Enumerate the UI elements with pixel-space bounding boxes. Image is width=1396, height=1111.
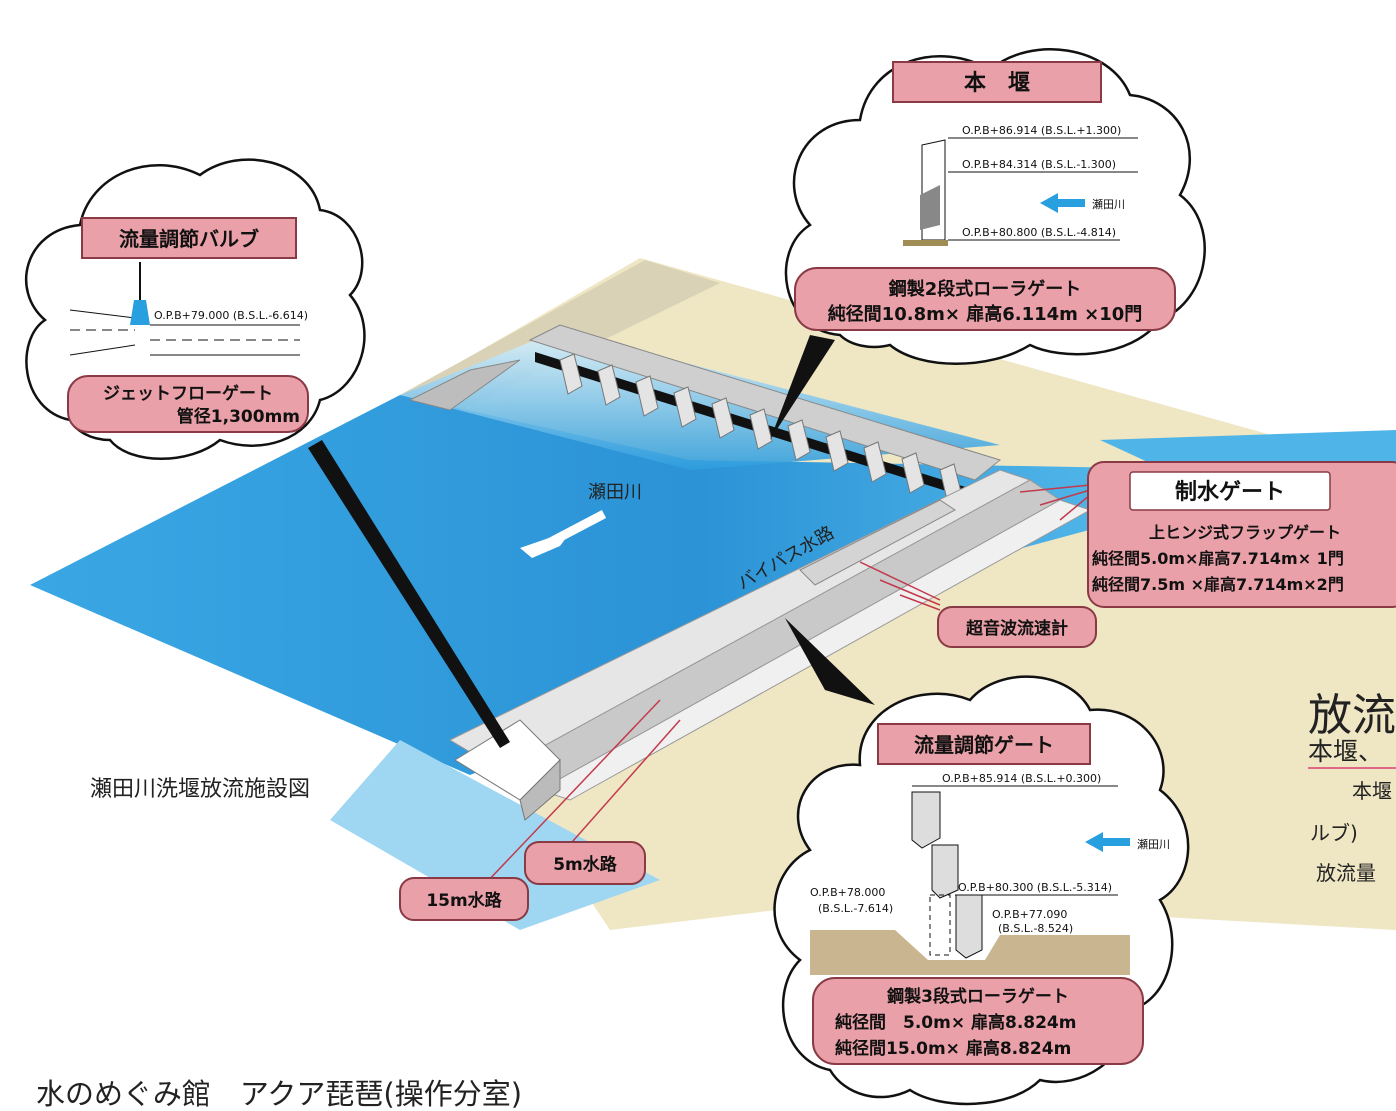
main-weir-structure xyxy=(408,324,1002,505)
control-gate-spec-1: 上ヒンジ式フラップゲート xyxy=(1149,523,1341,542)
flow-gate-title-box xyxy=(877,723,1091,765)
flow-gate-level-3: O.P.B+77.090 xyxy=(992,908,1067,921)
control-gate-spec-2: 純径間5.0m×扉高7.714m× 1門 xyxy=(1092,549,1344,568)
main-weir-spec-1: 鋼製2段式ローラゲート xyxy=(888,278,1082,300)
side-line-1: 本堰 xyxy=(1352,779,1392,803)
weir-pier xyxy=(711,397,735,439)
side-line-2: ルブ) xyxy=(1310,821,1358,845)
callout-pointers xyxy=(308,335,1091,906)
figure-caption: 瀬田川洗堰放流施設図 xyxy=(90,777,310,802)
main-weir-spec-2: 純径間10.8m× 扉高6.114m ×10門 xyxy=(828,303,1143,325)
valve-title-box xyxy=(81,217,297,259)
flow-gate-flow-label: 瀬田川 xyxy=(1137,837,1170,851)
weir-pier xyxy=(597,364,621,406)
side-subheading: 本堰、 xyxy=(1308,737,1383,766)
bottom-caption: 水のめぐみ館 アクア琵琶(操作分室) xyxy=(36,1077,522,1111)
flow-gate-spec-3: 純径間15.0m× 扉高8.824m xyxy=(835,1038,1071,1059)
ultrasonic-callout: 超音波流速計 xyxy=(937,606,1097,648)
main-weir-level-3: O.P.B+80.800 (B.S.L.-4.814) xyxy=(962,226,1116,239)
control-gate-title: 制水ゲート xyxy=(1175,480,1285,505)
flow-gate-callout: 流量調節ゲート O.P.B+85.914 (B.S.L.+0.300) O.P.… xyxy=(773,675,1190,1106)
weir-pier xyxy=(787,419,811,461)
control-gate-spec-3: 純径間7.5m ×扉高7.714m×2門 xyxy=(1092,575,1344,594)
main-weir-callout: 本 堰 O.P.B+86.914 (B.S.L.+1.300) O.P.B+84… xyxy=(784,48,1206,365)
side-line-3: 放流量 xyxy=(1316,861,1376,885)
valve-callout: 流量調節バルブ O.P.B+79.000 (B.S.L.-6.614) ジェット… xyxy=(24,158,366,460)
weir-pier xyxy=(559,353,583,395)
valve-spec-box xyxy=(67,375,309,433)
channel-5m-label: 5m水路 xyxy=(553,854,618,875)
main-weir-flow-arrow xyxy=(1040,193,1085,213)
valve-level: O.P.B+79.000 (B.S.L.-6.614) xyxy=(154,309,308,322)
main-weir-level-1: O.P.B+86.914 (B.S.L.+1.300) xyxy=(962,124,1121,137)
river-label: 瀬田川 xyxy=(588,482,642,503)
main-weir-level-2: O.P.B+84.314 (B.S.L.-1.300) xyxy=(962,158,1116,171)
flow-gate-title: 流量調節ゲート xyxy=(914,733,1054,757)
main-weir-flow-label: 瀬田川 xyxy=(1092,197,1125,211)
flow-gate-level-6: (B.S.L.-7.614) xyxy=(818,902,893,915)
main-weir-title-box xyxy=(892,61,1102,103)
flow-gate-spec-box xyxy=(812,977,1144,1065)
flow-gate-level-1: O.P.B+85.914 (B.S.L.+0.300) xyxy=(942,772,1101,785)
flow-gate-spec-1: 鋼製3段式ローラゲート xyxy=(886,986,1069,1007)
flow-arrow xyxy=(520,510,607,558)
channel-5m-callout: 5m水路 xyxy=(524,841,646,885)
side-heading: 放流 xyxy=(1308,690,1396,741)
weir-pier xyxy=(825,430,849,472)
weir-pier xyxy=(863,441,887,483)
weir-pier xyxy=(635,375,659,417)
channel-15m-label: 15m水路 xyxy=(426,890,502,911)
flow-gate-level-2: O.P.B+80.300 (B.S.L.-5.314) xyxy=(958,881,1112,894)
control-gate-callout: 制水ゲート 上ヒンジ式フラップゲート 純径間5.0m×扉高7.714m× 1門 … xyxy=(1087,461,1396,608)
flow-gate-level-4: (B.S.L.-8.524) xyxy=(998,922,1073,935)
weir-pier xyxy=(673,386,697,428)
valve-title: 流量調節バルブ xyxy=(119,227,259,251)
ultrasonic-label: 超音波流速計 xyxy=(966,618,1068,639)
valve-spec-2: 管径1,300mm xyxy=(177,406,300,427)
flow-gate-level-5: O.P.B+78.000 xyxy=(810,886,885,899)
weir-pier xyxy=(901,452,925,494)
side-text: 放流 本堰、 本堰 ルブ) 放流量 xyxy=(1308,690,1396,885)
main-weir-title: 本 堰 xyxy=(964,71,1030,96)
flow-gate-flow-arrow xyxy=(1085,832,1130,852)
flow-gate-spec-2: 純径間 5.0m× 扉高8.824m xyxy=(835,1012,1076,1033)
main-weir-spec-box xyxy=(794,267,1176,331)
channel-15m-callout: 15m水路 xyxy=(399,877,529,921)
weir-pier xyxy=(749,408,773,450)
valve-spec-1: ジェットフローゲート xyxy=(103,383,273,404)
